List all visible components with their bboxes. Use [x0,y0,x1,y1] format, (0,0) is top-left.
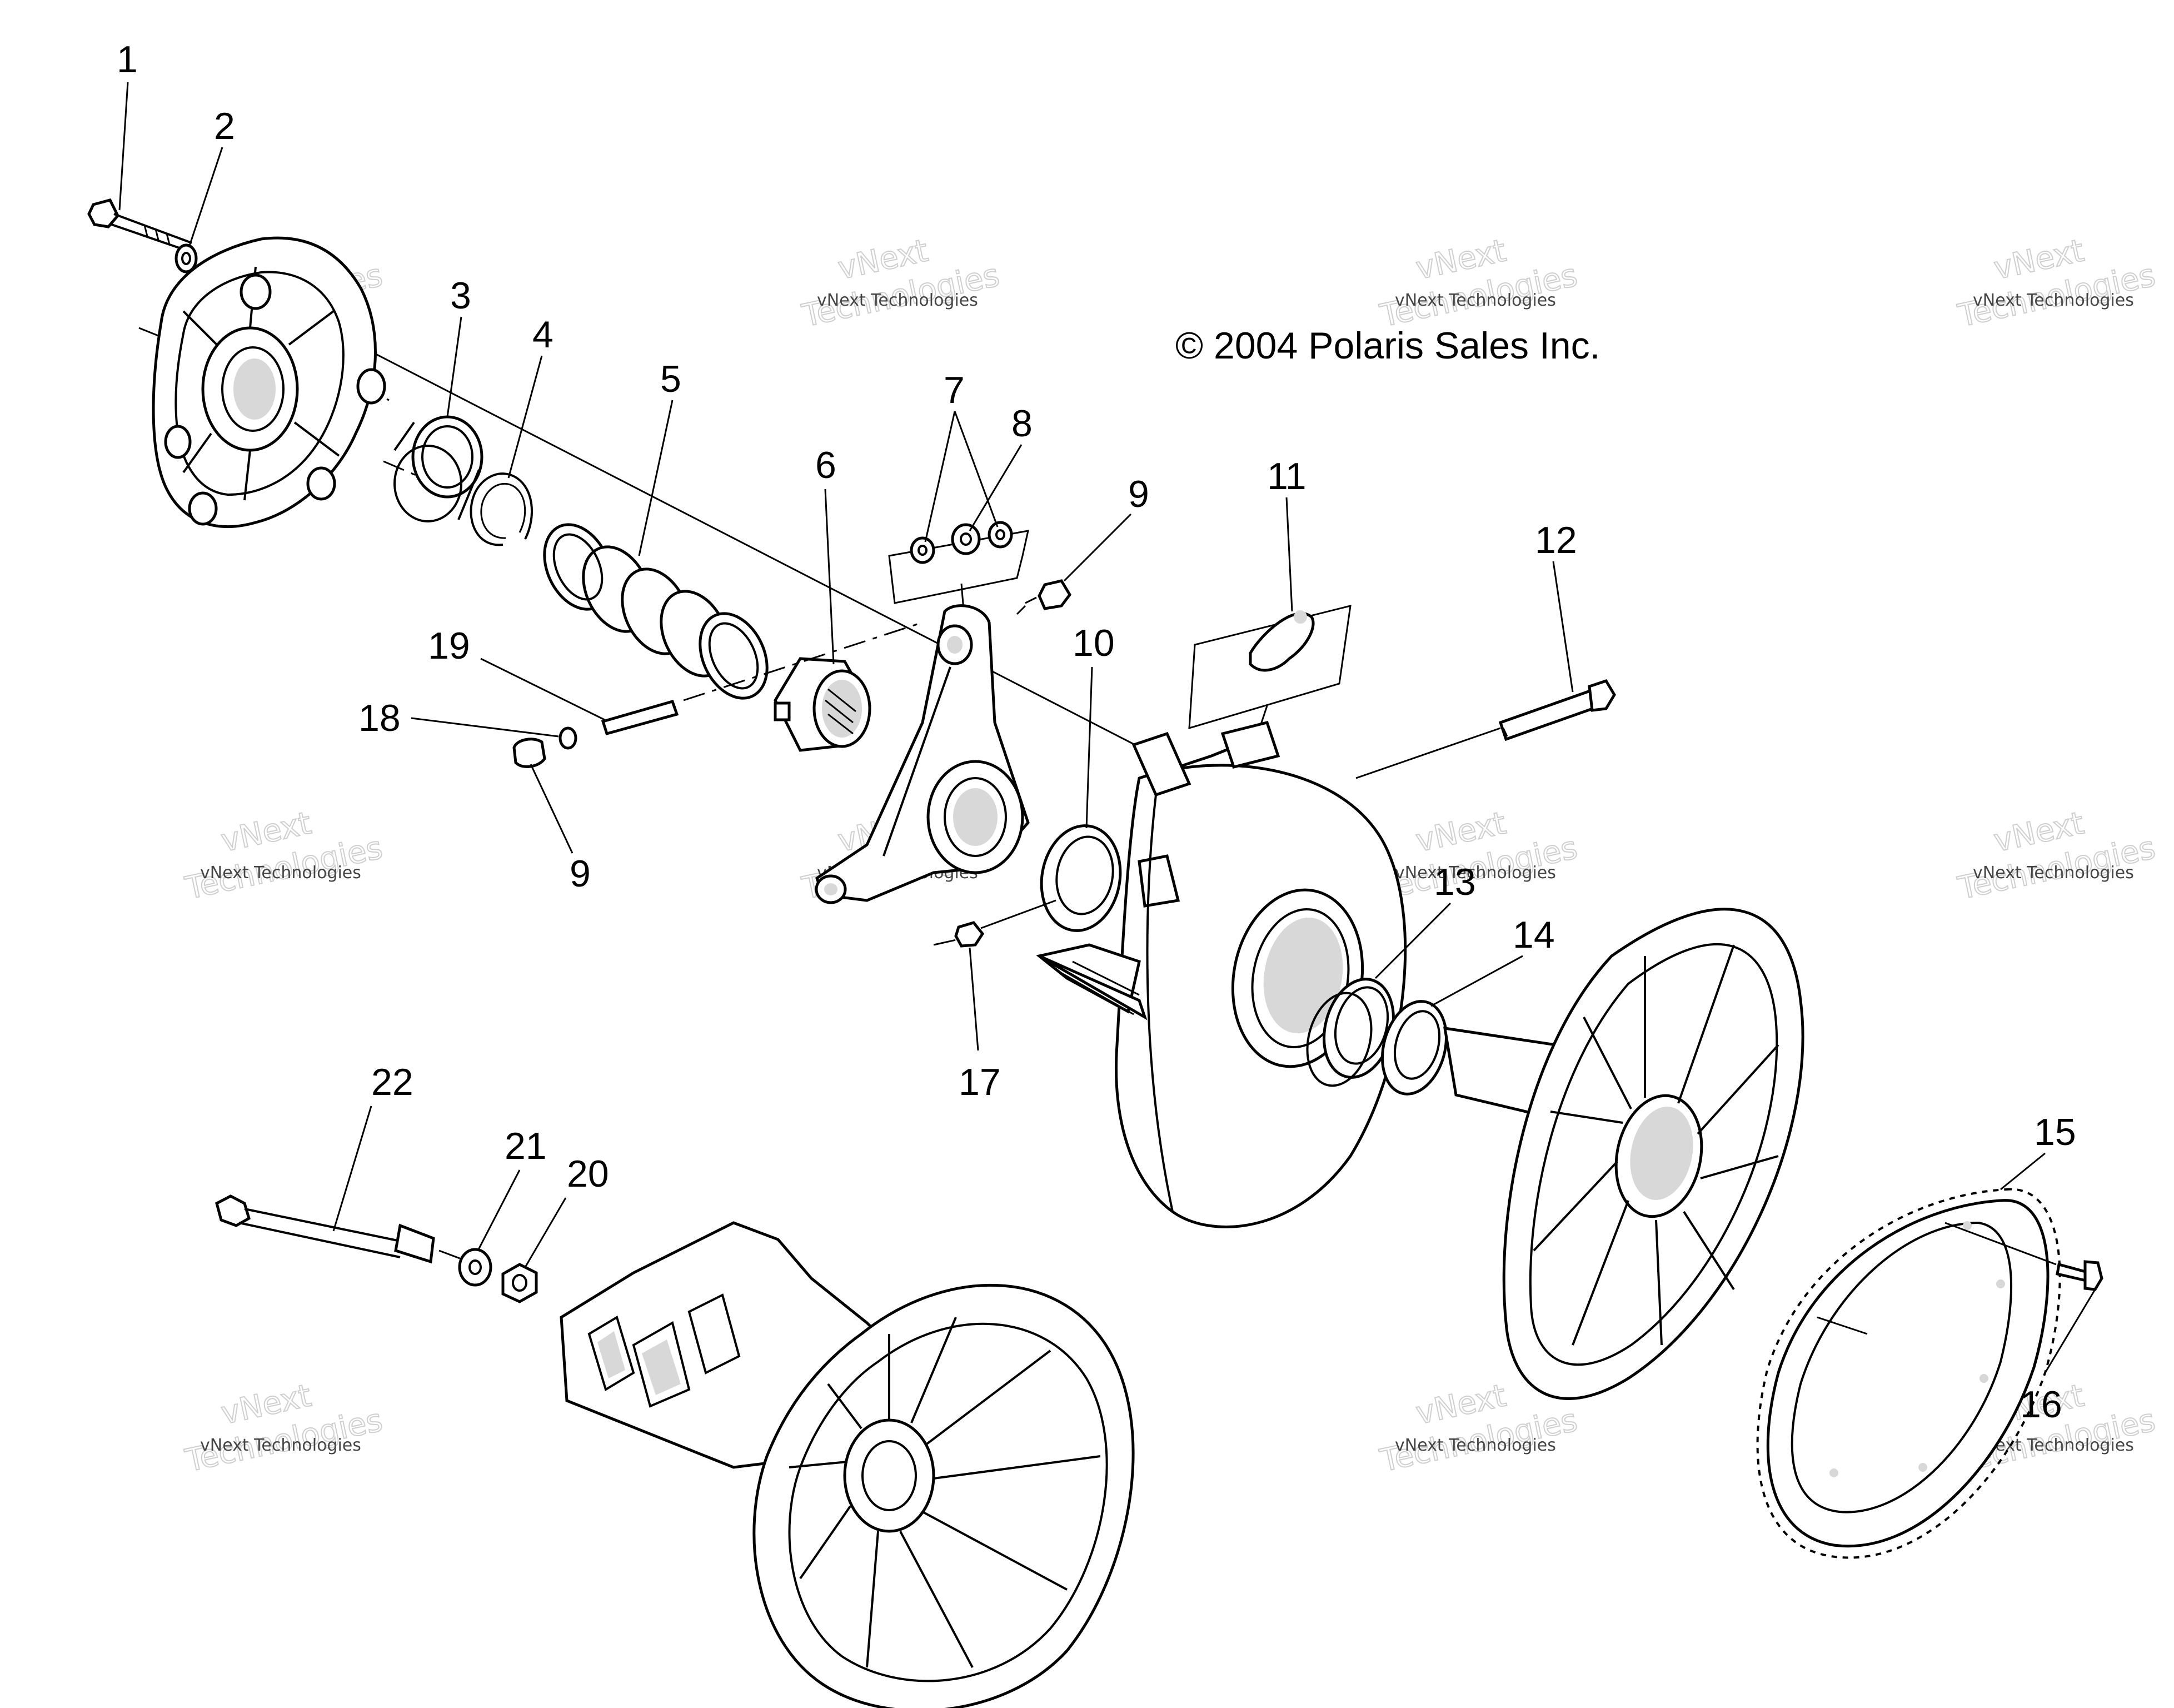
watermark: vNext Technologies vNext Technologies [182,1377,386,1480]
callout-22: 22 [371,1061,413,1103]
callout-16: 16 [2020,1383,2062,1426]
part-9-button-upper [1016,579,1072,615]
leader-16 [2044,1289,2096,1373]
leader-9-upper [1063,513,1132,582]
part-1-bolt [87,198,192,252]
part-17-nut [933,899,1056,948]
leader-1 [118,82,129,211]
part-3-bushing [393,415,483,522]
copyright-text: © 2004 Polaris Sales Inc. [1175,325,1600,367]
part-12-pin [1355,679,1616,779]
callout-1: 1 [117,38,138,81]
part-6-spring-seat [774,657,871,752]
svg-text:vNext Technologies: vNext Technologies [1973,291,2134,310]
callout-2: 2 [214,105,235,147]
callouts: 1 2 3 4 5 6 7 8 9 10 11 12 13 14 15 16 1… [117,38,2076,1426]
leader-13 [1374,902,1452,979]
fixed-sheave [1443,908,1804,1400]
leader-15 [2000,1152,2046,1191]
part-11-inset [1188,605,1352,740]
svg-text:vNext Technologies: vNext Technologies [1973,863,2134,883]
watermark: vNext Technologies vNext Technologies [799,232,1003,335]
axis-dash [383,460,423,479]
axis-dash [138,327,167,340]
callout-20: 20 [567,1153,609,1195]
part-15-ring-gear [1756,1188,2061,1559]
leader-22 [332,1106,372,1232]
part-7-8-inset [888,521,1029,618]
callout-9-lower: 9 [570,853,591,895]
leader-6 [824,489,835,665]
svg-text:vNext Technologies: vNext Technologies [1395,291,1556,310]
part-9-button-lower [512,738,546,768]
callout-3: 3 [450,275,471,317]
part-10-washer [1040,824,1122,932]
svg-text:vNext Technologies: vNext Technologies [1395,1436,1556,1455]
part-8-roller [951,523,981,555]
part-7-washer [988,521,1013,549]
leader-7a [924,411,956,542]
callout-10: 10 [1073,622,1115,664]
callout-7: 7 [944,369,965,411]
movable-sheave [1036,721,1407,1228]
callout-14: 14 [1513,914,1555,956]
part-5-spring [543,523,769,700]
leader-19 [480,658,605,721]
part-21-washer [458,1248,492,1287]
svg-text:vNext Technologies: vNext Technologies [200,1436,361,1455]
part-14-washer [1380,1000,1448,1095]
part-2-washer [174,243,198,273]
watermark: vNext Technologies vNext Technologies [182,804,386,907]
leader-lines [118,82,2096,1373]
callout-4: 4 [532,313,554,356]
callout-18: 18 [358,697,401,739]
callout-9-upper: 9 [1128,473,1149,515]
watermark: vNext Technologies vNext Technologies [1954,804,2159,907]
part-19-pin [601,621,923,736]
callout-21: 21 [505,1125,547,1167]
assembly-axis-line [227,277,1179,768]
callout-12: 12 [1535,519,1577,561]
part-11-weight [1249,612,1315,672]
callout-6: 6 [815,444,836,486]
clutch-cover [152,236,386,528]
callout-8: 8 [1011,402,1033,445]
svg-text:vNext Technologies: vNext Technologies [817,291,978,310]
callout-5: 5 [660,358,681,400]
part-16-screw [1944,1222,2103,1291]
leader-10 [1085,666,1093,829]
part-18-o-ring [559,726,577,750]
part-22-bolt [215,1194,462,1264]
leader-4 [507,355,543,479]
leader-5 [638,400,674,556]
leader-20 [524,1197,567,1268]
callout-15: 15 [2034,1111,2076,1153]
leader-17 [969,947,979,1051]
leader-8 [969,444,1023,531]
leader-7b [954,411,999,527]
leader-3 [446,316,462,417]
part-7-washer [910,536,935,564]
watermark: vNext Technologies vNext Technologies [1954,232,2159,335]
leader-9-lower [530,764,574,854]
part-4-snap-ring [470,472,533,546]
part-20-nut [501,1263,538,1303]
leader-21 [477,1169,521,1251]
callout-11: 11 [1267,455,1307,497]
leader-14 [1430,955,1523,1007]
drive-clutch-assembly [560,1221,1135,1708]
leader-11 [1285,497,1293,612]
svg-text:vNext Technologies: vNext Technologies [1395,863,1556,883]
spider-arm [815,604,1030,904]
svg-text:vNext Technologies: vNext Technologies [200,863,361,883]
callout-13: 13 [1434,861,1476,903]
leader-18 [411,717,559,738]
callout-19: 19 [428,625,470,667]
leader-12 [1552,561,1574,693]
callout-17: 17 [959,1061,1001,1103]
leader-2 [188,147,223,248]
